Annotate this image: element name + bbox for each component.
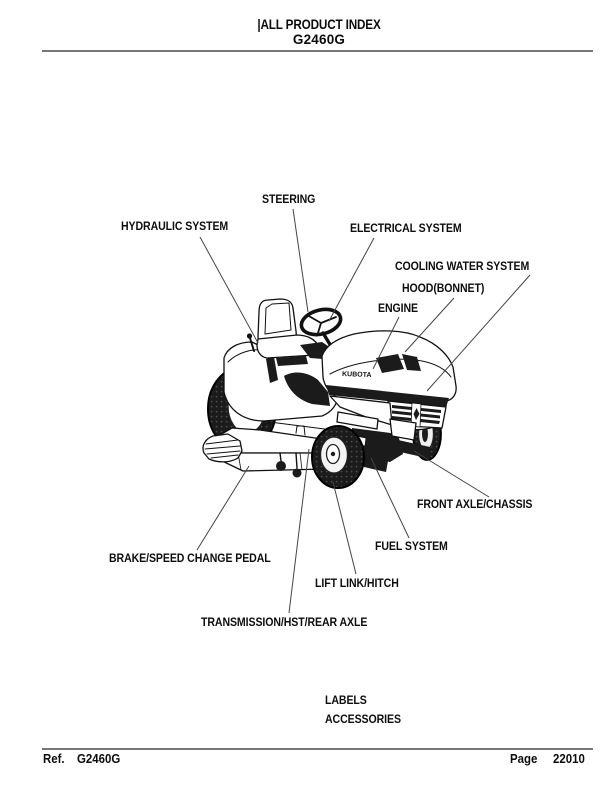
callout-accessories[interactable]: ACCESSORIES	[325, 712, 401, 726]
grille	[329, 395, 447, 429]
mower-deck	[202, 422, 335, 478]
footer-page-label: Page	[510, 751, 538, 766]
callout-front-axle-chassis[interactable]: FRONT AXLE/CHASSIS	[417, 497, 533, 511]
leader-line-electrical-system	[328, 237, 375, 322]
callout-cooling-water-system[interactable]: COOLING WATER SYSTEM	[395, 259, 530, 273]
callout-labels[interactable]: LABELS	[325, 693, 367, 707]
header-divider	[42, 50, 593, 52]
hood-stripe	[326, 385, 449, 407]
page-header: |ALL PRODUCT INDEX G2460G	[38, 17, 600, 47]
leader-line-steering	[292, 208, 309, 313]
hydraulic-lever	[246, 333, 255, 352]
headlight-right	[402, 354, 421, 371]
headlight-left	[376, 354, 404, 373]
front-wheel	[311, 425, 365, 489]
callout-hydraulic-system[interactable]: HYDRAULIC SYSTEM	[121, 219, 229, 233]
leader-line-transmission-hst-rear-axle	[288, 448, 310, 614]
callout-fuel-system[interactable]: FUEL SYSTEM	[375, 539, 448, 553]
tractor-brand-text: KUBOTA	[342, 371, 372, 379]
callout-electrical-system[interactable]: ELECTRICAL SYSTEM	[350, 221, 462, 235]
leader-line-fuel-system	[370, 457, 410, 539]
leader-line-cooling-water-system	[426, 274, 531, 392]
callout-steering[interactable]: STEERING	[262, 192, 316, 206]
leader-line-engine	[372, 316, 400, 370]
leader-line-hood-bonnet	[404, 297, 455, 353]
footer-page-value: 22010	[553, 751, 585, 766]
footer-divider	[42, 748, 593, 750]
callout-engine[interactable]: ENGINE	[378, 301, 418, 315]
deck-caster	[292, 468, 302, 478]
deck-caster	[276, 461, 286, 471]
page-title: |ALL PRODUCT INDEX	[257, 17, 381, 32]
leader-lines	[196, 208, 531, 614]
leader-line-hydraulic-system	[199, 236, 259, 344]
callout-transmission-hst-rear-axle[interactable]: TRANSMISSION/HST/REAR AXLE	[201, 615, 368, 629]
callout-hood-bonnet[interactable]: HOOD(BONNET)	[402, 281, 485, 295]
leader-line-brake-speed-change-pedal	[196, 465, 250, 551]
footer-ref-label: Ref.	[43, 751, 65, 766]
callout-lift-link-hitch[interactable]: LIFT LINK/HITCH	[315, 576, 399, 590]
leader-line-front-axle-chassis	[413, 450, 490, 498]
footer-ref-value: G2460G	[77, 751, 121, 766]
leader-line-lift-link-hitch	[332, 481, 357, 575]
seat	[256, 298, 320, 366]
model-code: G2460G	[292, 32, 346, 47]
callout-brake-speed-change-pedal[interactable]: BRAKE/SPEED CHANGE PEDAL	[109, 551, 271, 565]
